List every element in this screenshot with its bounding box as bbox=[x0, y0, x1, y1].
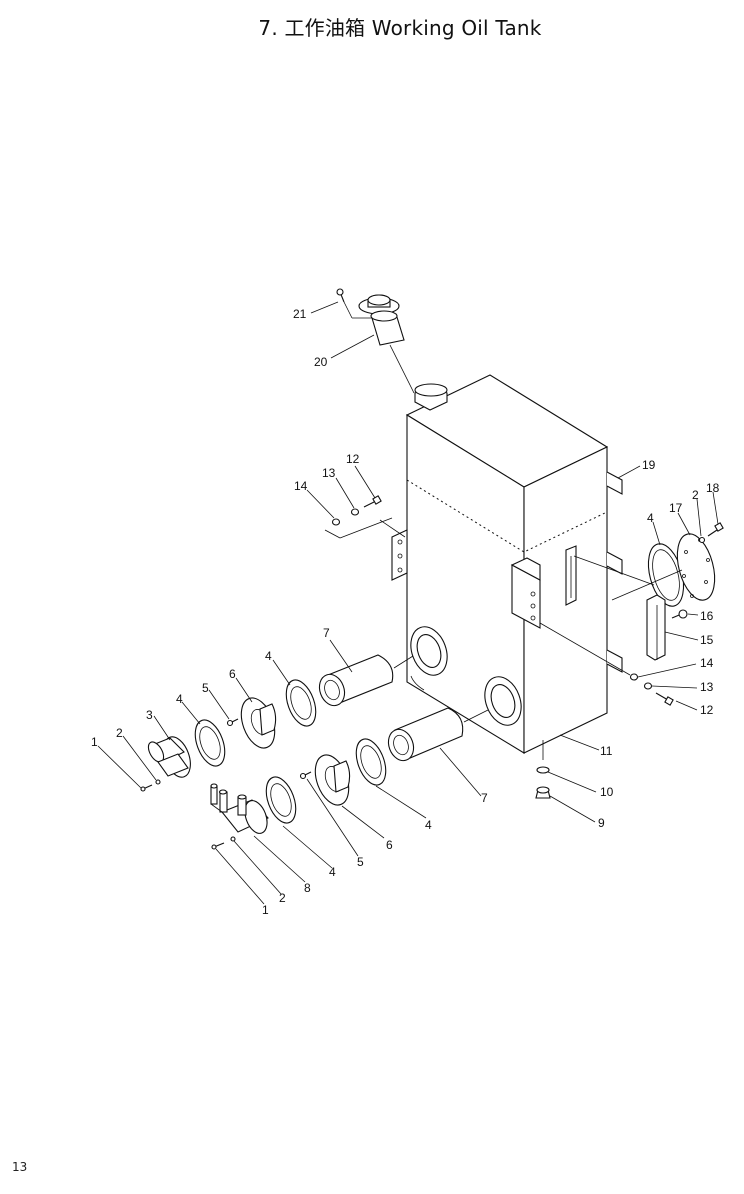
washer-2-upper bbox=[155, 779, 161, 785]
callout-labels: 21 20 19 18 2 17 4 16 15 14 13 12 12 13 … bbox=[91, 307, 720, 917]
gasket-4-lower-mid bbox=[355, 738, 387, 786]
pipe-7-upper bbox=[318, 654, 394, 707]
callout-5-upper: 5 bbox=[202, 681, 209, 695]
callout-2-right: 2 bbox=[692, 488, 699, 502]
callout-17: 17 bbox=[669, 501, 683, 515]
gasket-4-lower-left bbox=[265, 776, 297, 824]
callout-11: 11 bbox=[600, 744, 613, 758]
callout-4-upper-left: 4 bbox=[176, 692, 183, 706]
bolt-12-left bbox=[363, 495, 382, 508]
callout-20: 20 bbox=[314, 355, 328, 369]
bolt-16 bbox=[671, 609, 688, 619]
callout-18: 18 bbox=[706, 481, 720, 495]
callout-21: 21 bbox=[293, 307, 307, 321]
tank-port-lower bbox=[484, 676, 522, 726]
callout-5-lower: 5 bbox=[357, 855, 364, 869]
callout-4-right: 4 bbox=[647, 511, 654, 525]
flange-6-upper bbox=[240, 697, 277, 749]
pipe-7-lower bbox=[387, 707, 464, 762]
callout-9: 9 bbox=[598, 816, 605, 830]
callout-4-lower-mid: 4 bbox=[425, 818, 432, 832]
left-side-bracket bbox=[391, 529, 408, 581]
strainer-20 bbox=[370, 310, 405, 346]
callout-13-right: 13 bbox=[700, 680, 714, 694]
bolt-5-upper bbox=[226, 718, 239, 727]
bar-15 bbox=[646, 594, 666, 661]
callout-8: 8 bbox=[304, 881, 311, 895]
washer-13-left bbox=[350, 508, 360, 516]
washer-2-right bbox=[698, 536, 706, 544]
callout-19: 19 bbox=[642, 458, 656, 472]
screw-1-upper bbox=[140, 784, 153, 792]
callout-2-upper: 2 bbox=[116, 726, 123, 740]
tank-port-upper bbox=[410, 626, 448, 676]
callout-14-left: 14 bbox=[294, 479, 308, 493]
callout-6-upper: 6 bbox=[229, 667, 236, 681]
leader-lines bbox=[97, 301, 719, 905]
callout-15: 15 bbox=[700, 633, 714, 647]
callout-12-right: 12 bbox=[700, 703, 714, 717]
callout-7-upper: 7 bbox=[323, 626, 330, 640]
callout-3: 3 bbox=[146, 708, 153, 722]
bolt-5-lower bbox=[299, 771, 312, 780]
callout-12-left: 12 bbox=[346, 452, 360, 466]
bolt-18 bbox=[707, 522, 724, 537]
callout-13-left: 13 bbox=[322, 466, 336, 480]
filler-cap bbox=[358, 294, 400, 315]
washer-14-left bbox=[331, 518, 341, 526]
callout-6-lower: 6 bbox=[386, 838, 393, 852]
drain-plug bbox=[535, 740, 551, 799]
washer-14-right bbox=[629, 673, 639, 681]
screw-21 bbox=[336, 288, 345, 303]
callout-1-lower: 1 bbox=[262, 903, 269, 917]
page-number: 13 bbox=[12, 1160, 28, 1174]
callout-14-right: 14 bbox=[700, 656, 714, 670]
callout-1-upper: 1 bbox=[91, 735, 98, 749]
callout-2-lower: 2 bbox=[279, 891, 286, 905]
tee-fitting-8 bbox=[210, 783, 269, 834]
callout-10: 10 bbox=[600, 785, 614, 799]
washer-2-lower bbox=[230, 836, 236, 842]
washer-13-right bbox=[643, 682, 653, 690]
front-mounting-plate bbox=[510, 557, 541, 629]
callout-4-lower-left: 4 bbox=[329, 865, 336, 879]
bolt-12-right bbox=[655, 692, 674, 706]
screw-1-lower bbox=[211, 842, 225, 850]
callout-4-upper-mid: 4 bbox=[265, 649, 272, 663]
flange-6-lower bbox=[314, 754, 351, 806]
right-face-slot bbox=[565, 545, 577, 606]
gasket-4-upper-left bbox=[194, 719, 226, 767]
gasket-4-upper-mid bbox=[285, 679, 317, 727]
page-title: 7. 工作油箱 Working Oil Tank bbox=[258, 16, 542, 40]
callout-7-lower: 7 bbox=[481, 791, 488, 805]
callout-16: 16 bbox=[700, 609, 714, 623]
right-face-brackets bbox=[606, 471, 623, 673]
elbow-fitting-3 bbox=[147, 736, 191, 778]
filler-neck bbox=[414, 383, 448, 411]
